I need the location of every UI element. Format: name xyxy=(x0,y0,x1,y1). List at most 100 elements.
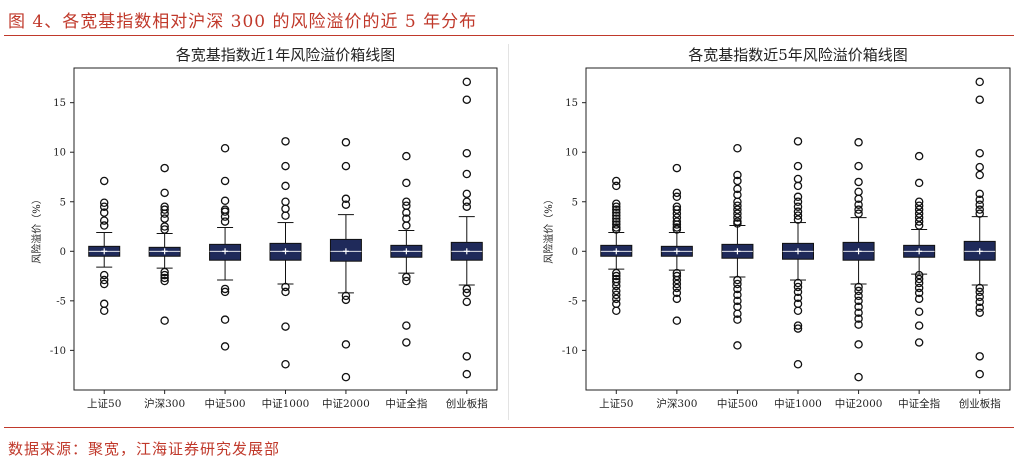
outlier-point xyxy=(281,204,290,213)
outlier-point xyxy=(341,200,351,209)
outlier-point xyxy=(793,207,803,216)
outlier-point xyxy=(612,281,621,291)
outlier-point xyxy=(914,209,924,218)
outlier-point xyxy=(854,282,863,292)
outlier-point xyxy=(402,197,411,207)
outlier-point xyxy=(793,282,803,292)
outlier-point xyxy=(914,197,924,207)
top-rule xyxy=(4,35,1014,36)
outlier-point xyxy=(281,137,290,146)
outlier-point xyxy=(914,283,924,293)
panel-divider xyxy=(508,44,509,420)
outlier-point xyxy=(975,209,984,218)
outlier-point xyxy=(612,211,621,220)
outlier-point xyxy=(672,220,682,229)
outlier-point xyxy=(854,205,863,214)
outlier-point xyxy=(854,286,863,296)
outlier-point xyxy=(914,217,924,226)
outlier-point xyxy=(612,271,621,281)
y-tick-label: 15 xyxy=(565,98,578,109)
outlier-point xyxy=(733,176,742,186)
chart-title: 各宽基指数近5年风险溢价箱线图 xyxy=(688,46,908,64)
outlier-point xyxy=(914,294,924,304)
box-中证全指 xyxy=(903,151,936,347)
x-tick-label: 创业板指 xyxy=(959,397,1001,410)
outlier-point xyxy=(672,294,682,304)
outlier-point xyxy=(672,192,682,202)
outlier-point xyxy=(281,322,290,331)
outlier-point xyxy=(160,225,169,234)
y-tick-label: 5 xyxy=(572,197,578,208)
outlier-point xyxy=(733,341,742,350)
outlier-point xyxy=(914,307,924,316)
outlier-point xyxy=(462,169,472,179)
outlier-point xyxy=(975,95,984,104)
outlier-point xyxy=(793,202,803,211)
outlier-point xyxy=(99,202,109,211)
outlier-point xyxy=(220,217,230,226)
outlier-point xyxy=(160,273,169,283)
outlier-point xyxy=(733,184,742,194)
x-tick-label: 中证500 xyxy=(205,397,246,410)
outlier-point xyxy=(160,163,169,173)
outlier-point xyxy=(341,194,351,204)
outlier-point xyxy=(99,306,109,315)
outlier-point xyxy=(612,299,621,309)
outlier-point xyxy=(793,306,803,315)
y-tick-label: -10 xyxy=(50,346,66,357)
outlier-point xyxy=(975,308,984,317)
outlier-point xyxy=(462,148,472,158)
outlier-point xyxy=(220,315,230,324)
box-中证1000 xyxy=(782,137,814,369)
box-沪深300 xyxy=(148,163,181,325)
outlier-point xyxy=(914,278,924,288)
outlier-point xyxy=(281,287,290,297)
outlier-point xyxy=(975,148,984,158)
outlier-point xyxy=(793,278,803,288)
outlier-point xyxy=(672,275,682,285)
x-tick-label: 沪深300 xyxy=(656,397,697,410)
outlier-point xyxy=(975,77,984,87)
outlier-point xyxy=(854,138,863,147)
outlier-point xyxy=(914,201,924,210)
outlier-point xyxy=(612,225,621,234)
chart-title: 各宽基指数近1年风险溢价箱线图 xyxy=(176,46,396,64)
x-tick-label: 中证全指 xyxy=(385,397,427,410)
outlier-point xyxy=(612,217,621,226)
outlier-point xyxy=(733,296,742,306)
outlier-point xyxy=(914,205,924,214)
outlier-point xyxy=(160,188,169,198)
outlier-point xyxy=(99,279,109,289)
outlier-point xyxy=(160,214,169,223)
x-tick-label: 沪深300 xyxy=(144,397,185,410)
outlier-point xyxy=(99,221,109,230)
box-上证50 xyxy=(88,176,121,315)
bottom-rule xyxy=(4,427,1014,428)
outlier-point xyxy=(462,284,472,294)
outlier-point xyxy=(99,208,109,217)
outlier-point xyxy=(793,174,803,184)
outlier-point xyxy=(612,176,621,186)
outlier-point xyxy=(975,195,984,205)
outlier-point xyxy=(402,151,411,161)
y-axis-label: 风险溢价（%） xyxy=(542,194,555,264)
outlier-point xyxy=(914,213,924,222)
box-沪深300 xyxy=(660,163,693,325)
outlier-point xyxy=(733,201,742,210)
outlier-point xyxy=(341,138,351,147)
y-tick-label: -5 xyxy=(568,296,578,307)
outlier-point xyxy=(854,296,863,306)
x-tick-label: 创业板指 xyxy=(446,397,488,410)
outlier-point xyxy=(160,209,169,218)
outlier-point xyxy=(854,187,863,197)
outlier-point xyxy=(99,275,109,285)
outlier-point xyxy=(975,297,984,307)
outlier-point xyxy=(854,291,863,301)
outlier-point xyxy=(854,340,863,349)
x-tick-label: 中证2000 xyxy=(322,397,370,410)
outlier-point xyxy=(733,284,742,294)
outlier-point xyxy=(341,295,351,305)
outlier-point xyxy=(462,189,472,199)
